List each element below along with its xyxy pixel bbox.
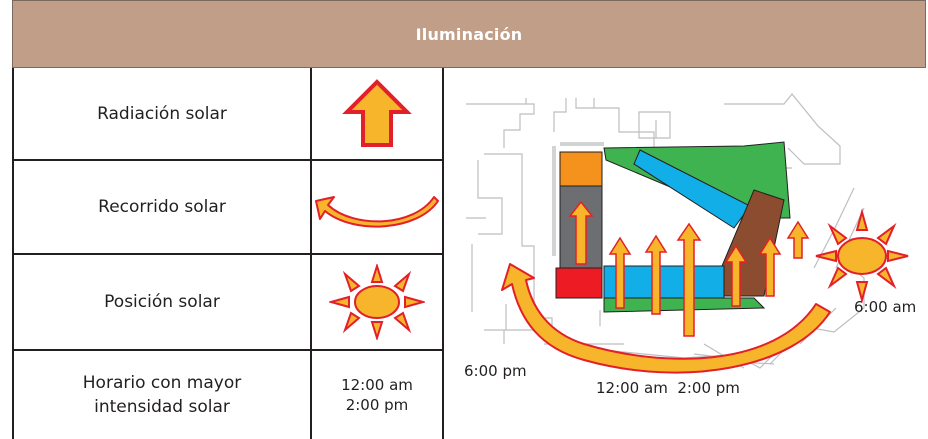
schedule-label-line2: intensidad solar (94, 397, 230, 417)
legend-row-position: Posición solar (14, 255, 310, 349)
legend-row-radiation: Radiación solar (14, 68, 310, 159)
label-evening: 6:00 pm (464, 362, 527, 380)
legend-label: Recorrido solar (98, 197, 226, 217)
section-title: Iluminación (415, 24, 523, 44)
radiation-arrows (568, 200, 810, 337)
schedule-value: 12:00 am 2:00 pm (312, 351, 442, 439)
legend-label: Radiación solar (97, 103, 227, 124)
row-divider (12, 159, 444, 161)
arrow-up-icon (312, 68, 442, 159)
section-header: Iluminación (12, 0, 926, 68)
curved-arrow-icon (312, 161, 442, 253)
legend-label: Posición solar (104, 292, 220, 312)
label-midday: 12:00 am 2:00 pm (596, 379, 740, 397)
orange-building (559, 151, 603, 187)
row-divider (12, 349, 444, 351)
sun-icon (312, 255, 442, 349)
red-building (555, 267, 603, 299)
row-divider (12, 253, 444, 255)
site-diagram: 6:00 pm 6:00 am 12:00 am 2:00 pm (444, 68, 928, 439)
schedule-value-line2: 2:00 pm (345, 396, 409, 414)
legend-row-path: Recorrido solar (14, 161, 310, 253)
legend-row-schedule: Horario con mayor intensidad solar (14, 351, 310, 439)
legend-table: Radiación solar Recorrido solar Posición… (12, 68, 444, 439)
solar-path-arrow (501, 263, 831, 374)
sun-symbol (815, 208, 909, 304)
schedule-label-line1: Horario con mayor (82, 373, 242, 393)
label-morning: 6:00 am (854, 298, 917, 316)
schedule-value-line1: 12:00 am (341, 376, 413, 394)
